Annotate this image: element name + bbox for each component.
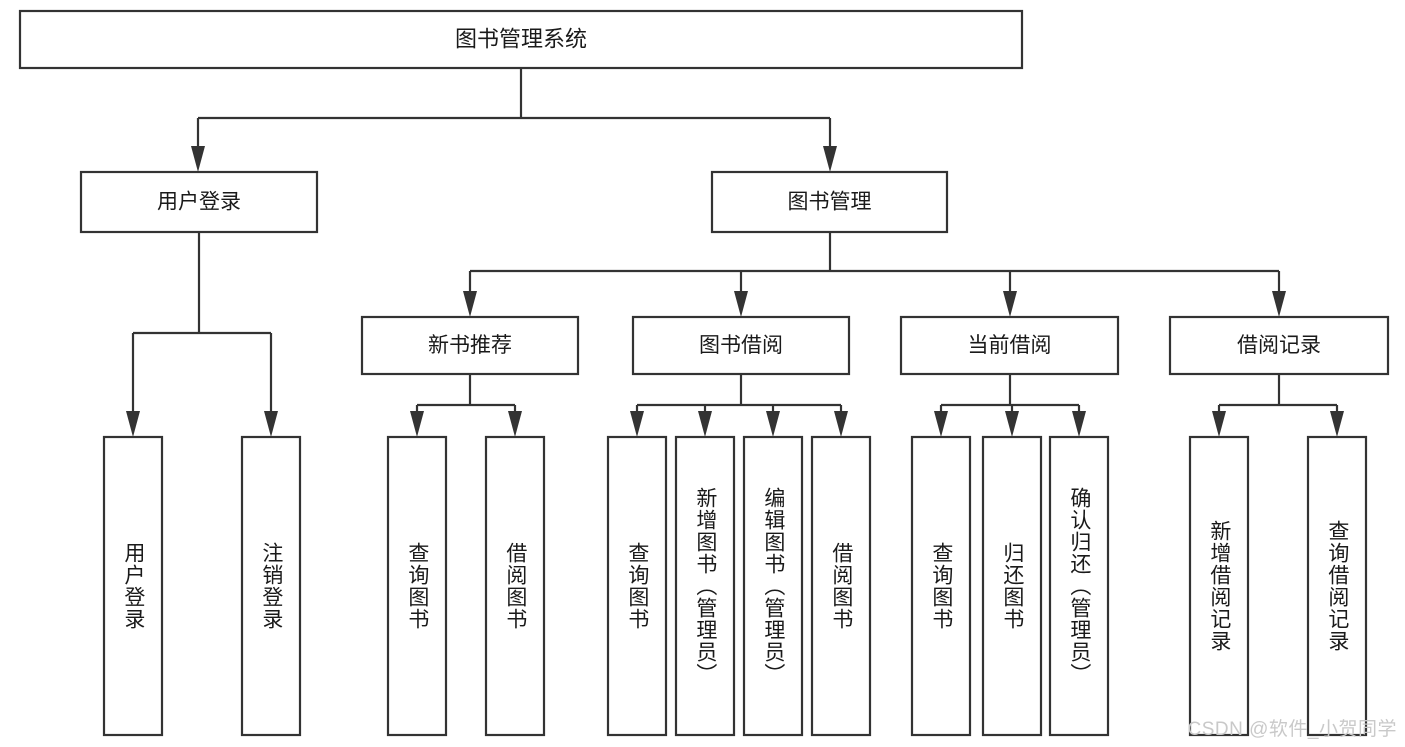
- subgroup-3-drop-0-arrowhead: [1212, 411, 1226, 437]
- leaf-node-5-box[interactable]: [674, 435, 736, 737]
- leaf-node-4-box[interactable]: [606, 435, 668, 737]
- leaf-node-2-box[interactable]: [386, 435, 448, 737]
- leaf-node-9-box[interactable]: [981, 435, 1043, 737]
- manage-drop-1-arrowhead: [734, 291, 748, 317]
- root-node-label: 图书管理系统: [455, 26, 587, 51]
- level2-node-1-box[interactable]: [710, 170, 949, 234]
- root-node-box[interactable]: [18, 9, 1024, 70]
- leaf-node-10-box[interactable]: [1048, 435, 1110, 737]
- leaf-node-1-box[interactable]: [240, 435, 302, 737]
- login-drop-1-arrowhead: [264, 411, 278, 437]
- leaf-node-0-box[interactable]: [102, 435, 164, 737]
- subgroup-0-drop-0-arrowhead: [410, 411, 424, 437]
- level2-node-1-label: 图书管理: [788, 191, 872, 214]
- leaf-node-6-box[interactable]: [742, 435, 804, 737]
- level2-node-0-label: 用户登录: [157, 191, 241, 214]
- subgroup-1-drop-3-arrowhead: [834, 411, 848, 437]
- leaf-node-11-box[interactable]: [1188, 435, 1250, 737]
- subgroup-1-drop-0-arrowhead: [630, 411, 644, 437]
- level3-node-3-box[interactable]: [1168, 315, 1390, 376]
- level3-node-1-label: 图书借阅: [699, 334, 783, 357]
- level3-node-0-label: 新书推荐: [428, 334, 512, 357]
- level3-node-3-label: 借阅记录: [1237, 334, 1321, 357]
- leaf-node-8-box[interactable]: [910, 435, 972, 737]
- subgroup-0-drop-1-arrowhead: [508, 411, 522, 437]
- leaf-node-3-box[interactable]: [484, 435, 546, 737]
- manage-drop-3-arrowhead: [1272, 291, 1286, 317]
- subgroup-1-drop-2-arrowhead: [766, 411, 780, 437]
- subgroup-2-drop-1-arrowhead: [1005, 411, 1019, 437]
- leaf-node-7-box[interactable]: [810, 435, 872, 737]
- root-drop-1-arrowhead: [823, 146, 837, 172]
- watermark-text: CSDN @软件_小贺同学: [1187, 719, 1397, 740]
- subgroup-2-drop-2-arrowhead: [1072, 411, 1086, 437]
- manage-drop-2-arrowhead: [1003, 291, 1017, 317]
- connector-layer: [126, 68, 1344, 437]
- subgroup-1-drop-1-arrowhead: [698, 411, 712, 437]
- subgroup-2-drop-0-arrowhead: [934, 411, 948, 437]
- level3-node-2-label: 当前借阅: [968, 334, 1052, 357]
- manage-drop-0-arrowhead: [463, 291, 477, 317]
- level3-node-2-box[interactable]: [899, 315, 1120, 376]
- subgroup-3-drop-1-arrowhead: [1330, 411, 1344, 437]
- level3-node-1-box[interactable]: [631, 315, 851, 376]
- level2-node-0-box[interactable]: [79, 170, 319, 234]
- level3-node-0-box[interactable]: [360, 315, 580, 376]
- login-drop-0-arrowhead: [126, 411, 140, 437]
- leaf-node-12-box[interactable]: [1306, 435, 1368, 737]
- root-drop-0-arrowhead: [191, 146, 205, 172]
